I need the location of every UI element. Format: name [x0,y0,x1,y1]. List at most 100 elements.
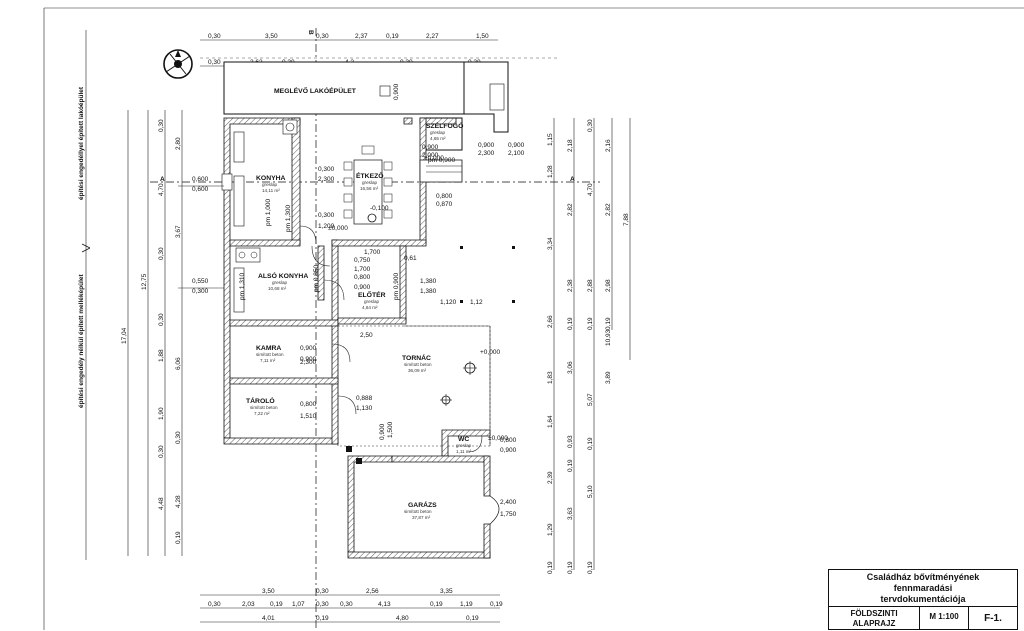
drawing-name-line: ALAPRAJZ [852,619,896,628]
door-swing [299,225,317,245]
svg-text:2,16: 2,16 [605,139,612,152]
level-mark: ±0,000 [488,435,508,442]
svg-text:2,000: 2,000 [422,152,439,159]
svg-text:0,19: 0,19 [587,437,594,450]
title-line: Családház bővítményének [866,572,980,582]
room-wc: WC greslap 1,11 m² [456,436,472,454]
existing-building: MEGLÉVŐ LAKÓÉPÜLET 0,900 [223,61,509,133]
svg-text:3,34: 3,34 [547,237,554,250]
svg-text:0,19: 0,19 [587,317,594,330]
room-eloter: ELŐTÉR greslap 4,64 m² [358,290,386,310]
svg-text:12,75: 12,75 [141,273,148,290]
svg-text:2,82: 2,82 [605,203,612,216]
chimney-icon [282,119,298,135]
room-kamra: KAMRA simított beton 7,11 m² [256,345,284,363]
room-also-konyha: ALSÓ KONYHA greslap 10,68 m² [258,271,308,291]
svg-text:2,39: 2,39 [547,471,554,484]
svg-text:5,07: 5,07 [587,393,594,406]
svg-text:0,800: 0,800 [436,193,453,200]
svg-text:0,750: 0,750 [354,257,371,264]
room-name: TÁROLÓ [246,396,275,405]
porch-outline [337,325,491,447]
title-block-title: Családház bővítményének fennmaradási ter… [828,569,1018,607]
existing-building-label: MEGLÉVŐ LAKÓÉPÜLET [274,86,357,95]
svg-text:0,550: 0,550 [192,278,209,285]
kitchen-counter [233,131,245,163]
wall-east-storage [331,239,339,445]
svg-text:0,19: 0,19 [567,561,574,574]
svg-text:0,900: 0,900 [379,423,386,440]
bottom-dimension-row-2: 0,30 2,03 0,19 1,07 0,30 0,30 4,13 0,19 … [200,601,503,609]
svg-text:1,700: 1,700 [364,249,381,256]
dim-label: 2,27 [426,33,439,40]
svg-text:pm 0,900: pm 0,900 [428,157,455,164]
pier [346,446,352,452]
kitchen-counter [233,267,245,313]
level-mark: -0,100 [370,205,389,212]
svg-text:0,900: 0,900 [300,345,317,352]
door-swing [331,343,351,363]
column-marker-icon [367,213,477,406]
svg-text:0,30: 0,30 [158,247,165,260]
room-name: GARÁZS [408,500,437,509]
room-floor: greslap [262,182,278,187]
level-mark: ±0,000 [424,155,444,162]
svg-text:4,13: 4,13 [378,601,391,608]
room-floor: simított beton [256,352,284,357]
wall-hall-south [337,317,407,325]
room-szelfogo: SZÉLFOGÓ greslap 4,65 m² [426,121,463,141]
svg-text:3,89: 3,89 [605,371,612,384]
room-garazs: GARÁZS simított beton 37,87 m² [404,500,437,520]
svg-text:0,900: 0,900 [354,284,371,291]
wall-dining-south [331,239,427,247]
svg-text:1,28: 1,28 [547,165,554,178]
room-konyha: KONYHA greslap 14,11 m² [256,175,286,193]
svg-text:0,30: 0,30 [208,601,221,608]
room-etkezo: ÉTKEZŐ greslap 16,56 m² [356,171,384,191]
svg-text:0,30: 0,30 [340,601,353,608]
svg-text:1,500: 1,500 [387,421,394,438]
wall-garage-east-upper [483,455,491,497]
axis-label-a-left: A [160,176,165,183]
svg-text:2,300: 2,300 [318,176,335,183]
dim-label: 1,50 [476,33,489,40]
svg-text:3,50: 3,50 [262,588,275,595]
room-floor: simított beton [250,405,278,410]
svg-text:építési engedély nélkül építet: építési engedély nélkül épített mellékép… [78,274,85,408]
svg-text:pm 0,900: pm 0,900 [393,273,400,300]
svg-text:7,88: 7,88 [623,213,630,226]
room-area: 4,64 m² [362,305,378,310]
svg-text:0,19: 0,19 [547,561,554,574]
svg-text:3,06: 3,06 [567,361,574,374]
room-name: KONYHA [256,175,286,182]
room-name: ELŐTÉR [358,290,386,299]
svg-text:0,30: 0,30 [316,588,329,595]
door-swing [311,245,331,267]
svg-text:1,510: 1,510 [300,413,317,420]
door-swing [337,395,357,415]
svg-text:1,19: 1,19 [460,601,473,608]
svg-text:3,63: 3,63 [567,507,574,520]
room-floor: simított beton [404,362,432,367]
title-line: tervdokumentációja [880,594,966,604]
existing-building-dim: 0,900 [393,83,400,100]
wall-pier [403,117,413,125]
svg-text:1,700: 1,700 [354,266,371,273]
svg-text:0,19: 0,19 [605,317,612,330]
svg-text:2,400: 2,400 [500,499,517,506]
svg-text:0,30: 0,30 [158,313,165,326]
svg-text:2,100: 2,100 [508,150,525,157]
svg-text:0,19: 0,19 [270,601,283,608]
drawing-name-line: FÖLDSZINTI [850,609,898,618]
dim-label: 3,50 [265,33,278,40]
svg-text:2,80: 2,80 [175,137,182,150]
north-arrow-icon [163,49,193,79]
room-floor: greslap [364,299,380,304]
svg-text:1,200: 1,200 [318,223,335,230]
pier [356,458,362,464]
room-tarolo: TÁROLÓ simított beton 7,22 m² [246,396,278,416]
svg-text:2,88: 2,88 [587,279,594,292]
room-name: SZÉLFOGÓ [426,121,463,130]
parapet-labels: pm 1,300 pm 0,900 pm 1,310 pm 0,850 pm 0… [239,157,455,300]
wall-south-storage [223,437,339,445]
